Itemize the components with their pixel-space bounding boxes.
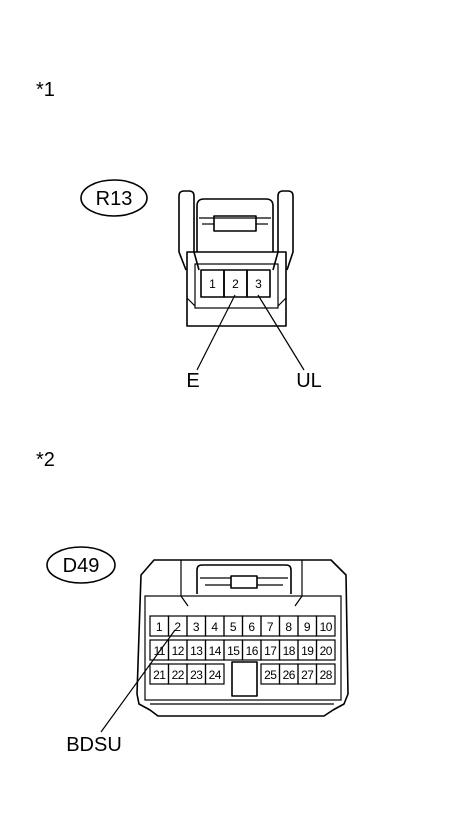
d49-pin-cells — [149, 615, 336, 685]
d49-pin: 26 — [283, 668, 296, 682]
d49-pin: 24 — [209, 668, 222, 682]
d49-pin: 7 — [267, 620, 274, 634]
callout-ul: UL — [296, 370, 322, 392]
figure2-code-badge: D49 — [46, 546, 116, 584]
leader-line-e — [196, 294, 236, 371]
d49-pin: 21 — [153, 668, 166, 682]
figure1-code-badge: R13 — [80, 179, 148, 217]
d49-pin: 16 — [246, 644, 259, 658]
figure2-code-label: D49 — [63, 555, 100, 577]
d49-pin: 19 — [301, 644, 314, 658]
d49-pin: 1 — [156, 620, 163, 634]
d49-pin-cell — [315, 615, 336, 637]
connector-d49-body — [136, 559, 349, 717]
d49-pin: 5 — [230, 620, 237, 634]
d49-pin: 8 — [285, 620, 292, 634]
d49-pin-cell — [315, 639, 336, 661]
d49-pin-cell — [315, 663, 336, 685]
d49-pin: 23 — [190, 668, 203, 682]
d49-pin: 18 — [283, 644, 296, 658]
d49-pin: 15 — [227, 644, 240, 658]
d49-pin: 28 — [320, 668, 333, 682]
callout-e: E — [186, 370, 199, 392]
d49-pin: 2 — [174, 620, 181, 634]
d49-pin: 22 — [172, 668, 185, 682]
r13-pin: 1 — [209, 277, 216, 291]
d49-pin-cell — [204, 663, 225, 685]
d49-pin: 4 — [211, 620, 218, 634]
d49-pin: 6 — [248, 620, 255, 634]
r13-pin: 3 — [255, 277, 262, 291]
d49-pin: 20 — [320, 644, 333, 658]
d49-pin: 27 — [301, 668, 314, 682]
leader-line-ul — [257, 294, 305, 371]
figure1-code-label: R13 — [96, 188, 133, 210]
d49-pin: 10 — [320, 620, 333, 634]
d49-pin: 9 — [304, 620, 311, 634]
d49-pin: 12 — [172, 644, 185, 658]
figure2-marker: *2 — [36, 449, 55, 471]
r13-pin: 2 — [232, 277, 239, 291]
connector-r13-body — [178, 190, 294, 327]
d49-pin: 14 — [209, 644, 222, 658]
d49-pin: 13 — [190, 644, 203, 658]
d49-pin: 17 — [264, 644, 277, 658]
callout-bdsu: BDSU — [66, 734, 122, 756]
d49-pin: 3 — [193, 620, 200, 634]
leader-line-bdsu — [100, 629, 176, 733]
d49-pin: 25 — [264, 668, 277, 682]
figure1-marker: *1 — [36, 79, 55, 101]
